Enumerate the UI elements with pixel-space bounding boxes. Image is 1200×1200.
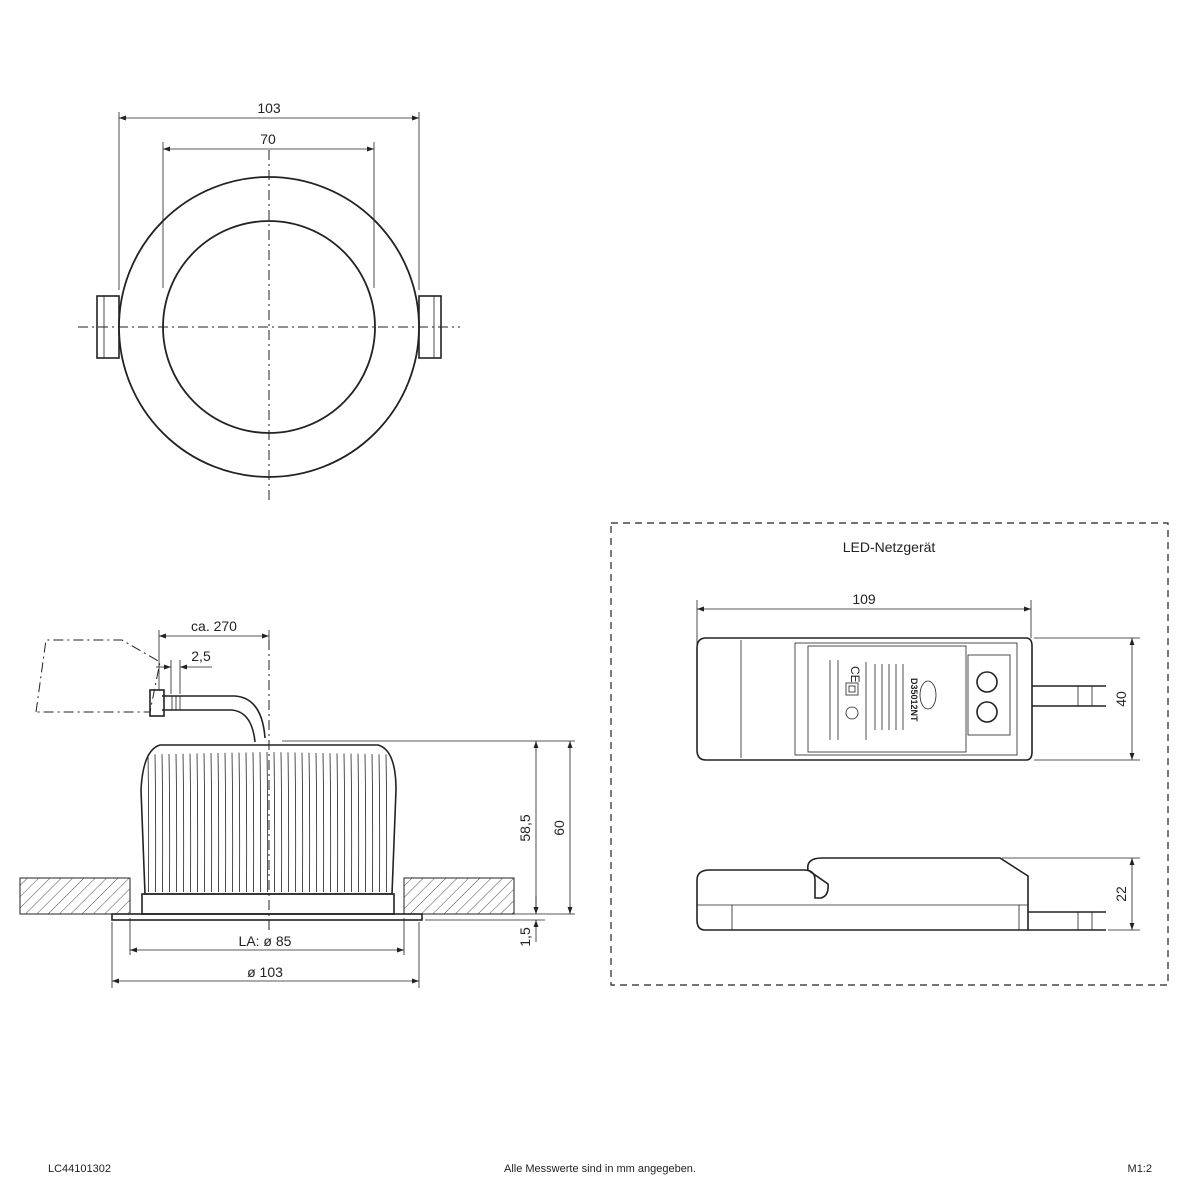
dim-body-height: 58,5	[517, 814, 533, 841]
heatsink-fin	[217, 753, 220, 893]
heatsink-fin	[175, 753, 178, 893]
heatsink-fin	[308, 752, 311, 893]
heatsink-fin	[203, 753, 206, 893]
dim-inner-diameter: 70	[260, 131, 276, 147]
top-view: 103 70	[78, 100, 460, 500]
heatsink-fin	[161, 754, 164, 893]
side-view: ca. 270 2,5 58,5 60 1,5 LA: ø 85 ø 103	[19, 618, 575, 988]
heatsink-body	[111, 744, 423, 921]
terminal-screw-2	[976, 701, 998, 723]
driver-model: D35012NT	[909, 678, 919, 722]
dim-driver-height: 22	[1113, 886, 1129, 902]
dim-total-height: 60	[551, 820, 567, 836]
heatsink-fin	[336, 753, 339, 893]
heatsink-fin	[189, 753, 192, 893]
heatsink-fin	[287, 752, 290, 893]
heatsink-fin	[210, 753, 213, 893]
heatsink-fin	[252, 752, 255, 893]
heatsink-fin	[343, 753, 346, 893]
heatsink-fin	[294, 752, 297, 893]
heatsink-fin	[371, 754, 374, 893]
heatsink-fin	[273, 752, 276, 893]
heatsink-fin	[329, 753, 332, 893]
driver-title: LED-Netzgerät	[843, 539, 936, 555]
supply-cable	[149, 689, 266, 743]
heatsink-fin	[315, 752, 318, 893]
heatsink-fin	[182, 753, 185, 893]
heatsink-fin	[280, 752, 283, 893]
scale: M1:2	[1128, 1163, 1152, 1175]
heatsink-fin	[224, 752, 227, 893]
driver-phantom-outline	[35, 639, 161, 713]
dim-cable-end: 2,5	[191, 648, 211, 664]
heatsink-fin	[245, 752, 248, 893]
dim-driver-length: 109	[852, 591, 876, 607]
dim-cable-length: ca. 270	[191, 618, 237, 634]
drawing-code: LC44101302	[48, 1163, 111, 1175]
heatsink-fin	[196, 753, 199, 893]
heatsink-fin	[301, 752, 304, 893]
heatsink-fin	[238, 752, 241, 893]
dim-cutout: LA: ø 85	[239, 933, 292, 949]
ceiling-section-right	[403, 877, 515, 915]
heatsink-fin	[357, 753, 360, 893]
driver-top-view: CE D35012NT	[696, 637, 1106, 761]
driver-panel: LED-Netzgerät 109 CE D	[610, 522, 1169, 986]
heatsink-fin	[364, 753, 367, 893]
driver-label: CE D35012NT	[829, 660, 937, 740]
heatsink-fin	[168, 753, 171, 893]
svg-text:CE: CE	[848, 666, 862, 683]
footer: LC44101302 Alle Messwerte sind in mm ang…	[48, 1163, 1152, 1175]
heatsink-fin	[231, 752, 234, 893]
ceiling-section-left	[19, 877, 131, 915]
heatsink-fin	[154, 754, 157, 893]
heatsink-fin	[322, 753, 325, 893]
units-note: Alle Messwerte sind in mm angegeben.	[504, 1163, 696, 1175]
dim-flange-thickness: 1,5	[517, 927, 533, 947]
dim-diameter: ø 103	[247, 964, 283, 980]
terminal-screw-1	[976, 671, 998, 693]
dim-outer-diameter: 103	[257, 100, 281, 116]
heatsink-fin	[350, 753, 353, 893]
heatsink-fin	[259, 752, 262, 893]
driver-side-view	[696, 857, 1106, 931]
heatsink-fin	[378, 754, 381, 893]
dim-driver-width: 40	[1113, 691, 1129, 707]
heatsink-fin	[385, 754, 388, 893]
heatsink-fin	[147, 754, 150, 893]
heatsink-fin	[266, 752, 269, 893]
